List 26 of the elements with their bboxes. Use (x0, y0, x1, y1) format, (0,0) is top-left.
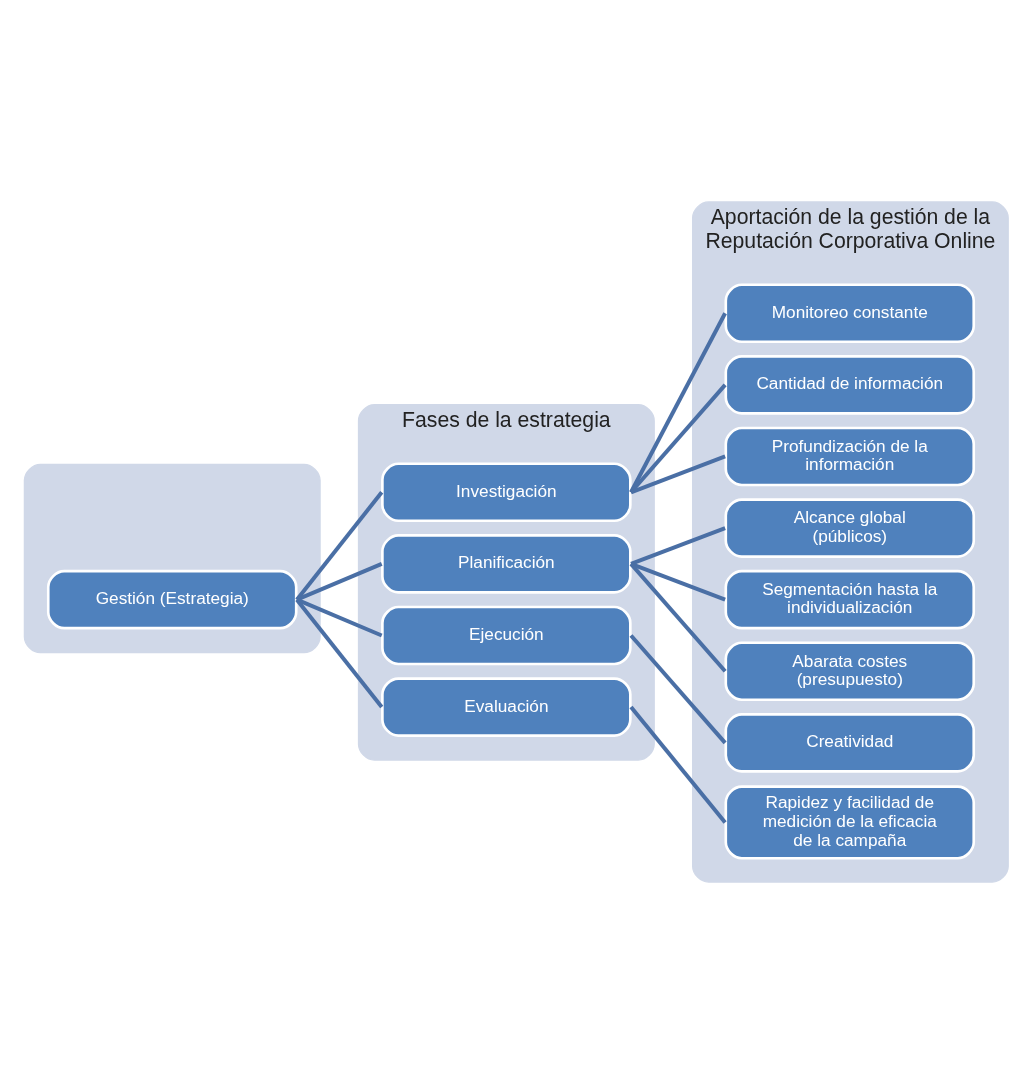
connector (629, 383, 727, 494)
node-box: Cantidad de información (724, 355, 976, 415)
node-box: Rapidez y facilidad de medición de la eficacia de la campaña (724, 785, 976, 860)
node-box: Profundización de la información (724, 426, 976, 487)
node-box: Abarata costes (presupuesto) (724, 641, 976, 702)
connector (295, 598, 384, 709)
connector (630, 454, 726, 495)
connector (629, 705, 727, 824)
node-box: Alcance global (públicos) (724, 498, 976, 558)
node-box: Creatividad (724, 713, 976, 773)
node-box: Evaluación (381, 677, 632, 737)
connector (630, 526, 726, 566)
connector (296, 562, 383, 602)
connector (629, 312, 727, 494)
node-box: Planificación (381, 534, 632, 594)
connector (630, 562, 726, 602)
connector (629, 634, 727, 745)
node-box: Gestión (Estrategia) (46, 569, 298, 630)
node-box: Segmentación hasta la individualización (724, 569, 976, 630)
node-box: Monitoreo constante (724, 283, 976, 344)
connector (629, 562, 727, 673)
connector (295, 491, 384, 601)
cluster (23, 463, 321, 654)
connector (296, 597, 383, 638)
node-box: Ejecución (381, 605, 632, 666)
node-box: Investigación (381, 462, 632, 523)
